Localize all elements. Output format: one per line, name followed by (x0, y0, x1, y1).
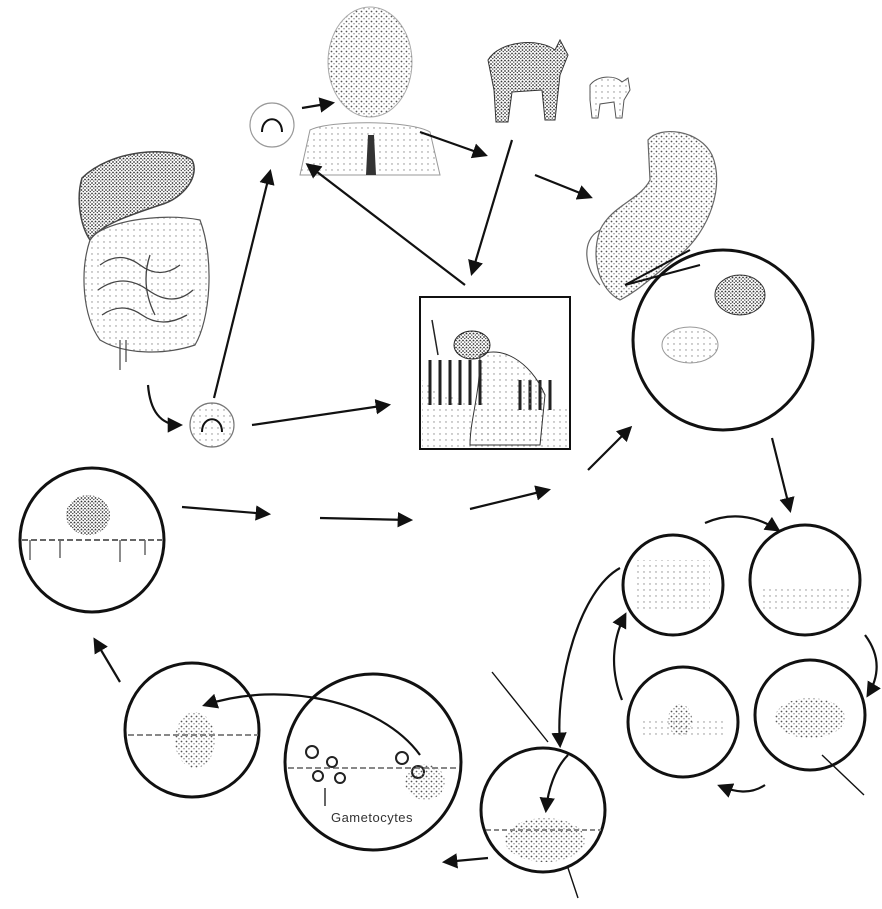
arrow-stage3-to-stage4 (720, 785, 765, 792)
arrow-animals-to-villi (472, 140, 512, 273)
arrow-dash-2 (320, 518, 410, 520)
stage-circle-1 (623, 535, 723, 635)
tissue-circle-bottom-right (481, 748, 605, 872)
arrow-intestine-to-cyst (148, 385, 180, 425)
cyst-top-circle (250, 103, 294, 147)
arrow-cyst-left-to-villi (252, 405, 388, 425)
tissue-circle-left (20, 468, 164, 612)
stage-circle-3 (755, 660, 865, 770)
pointer-line-3 (568, 868, 578, 898)
intestinal-villi-cross-section (420, 297, 570, 449)
liver-and-intestines-illustration (79, 152, 209, 370)
pointer-line-2 (822, 755, 864, 795)
gametocytes-circle: Gametocytes (285, 674, 461, 850)
arrow-cyst-left-to-cyst-top (214, 172, 270, 398)
stage-circle-4 (628, 667, 738, 777)
arrow-stage2-to-stage3 (865, 635, 877, 695)
arrow-cyst-to-human (302, 103, 332, 108)
arrow-villi-to-human (308, 165, 465, 285)
arrow-stage1-to-bottom-right (559, 568, 620, 745)
arrow-stage4-to-stage1 (614, 615, 625, 700)
arrow-animals-to-stomach (535, 175, 590, 197)
tissue-circle-bottom-left (125, 663, 259, 797)
stage-circle-2 (750, 525, 860, 635)
arrow-stomach-to-stages (772, 438, 790, 510)
arrow-bottom-left-to-left-circle (95, 640, 120, 682)
arrow-stage1-to-stage2 (705, 516, 778, 530)
pointer-line-1 (492, 672, 548, 742)
arrow-dash-1 (182, 507, 268, 514)
arrow-bottom-right-to-gametocytes (445, 858, 488, 862)
arrow-to-stomach-circle (588, 428, 630, 470)
stomach-magnified-circle (625, 250, 813, 430)
cyst-left-circle (190, 403, 234, 447)
gametocytes-label: Gametocytes (331, 810, 413, 825)
arrow-dash-3 (470, 490, 548, 509)
human-figure-illustration (300, 7, 440, 175)
livestock-animals-illustration (488, 40, 630, 122)
